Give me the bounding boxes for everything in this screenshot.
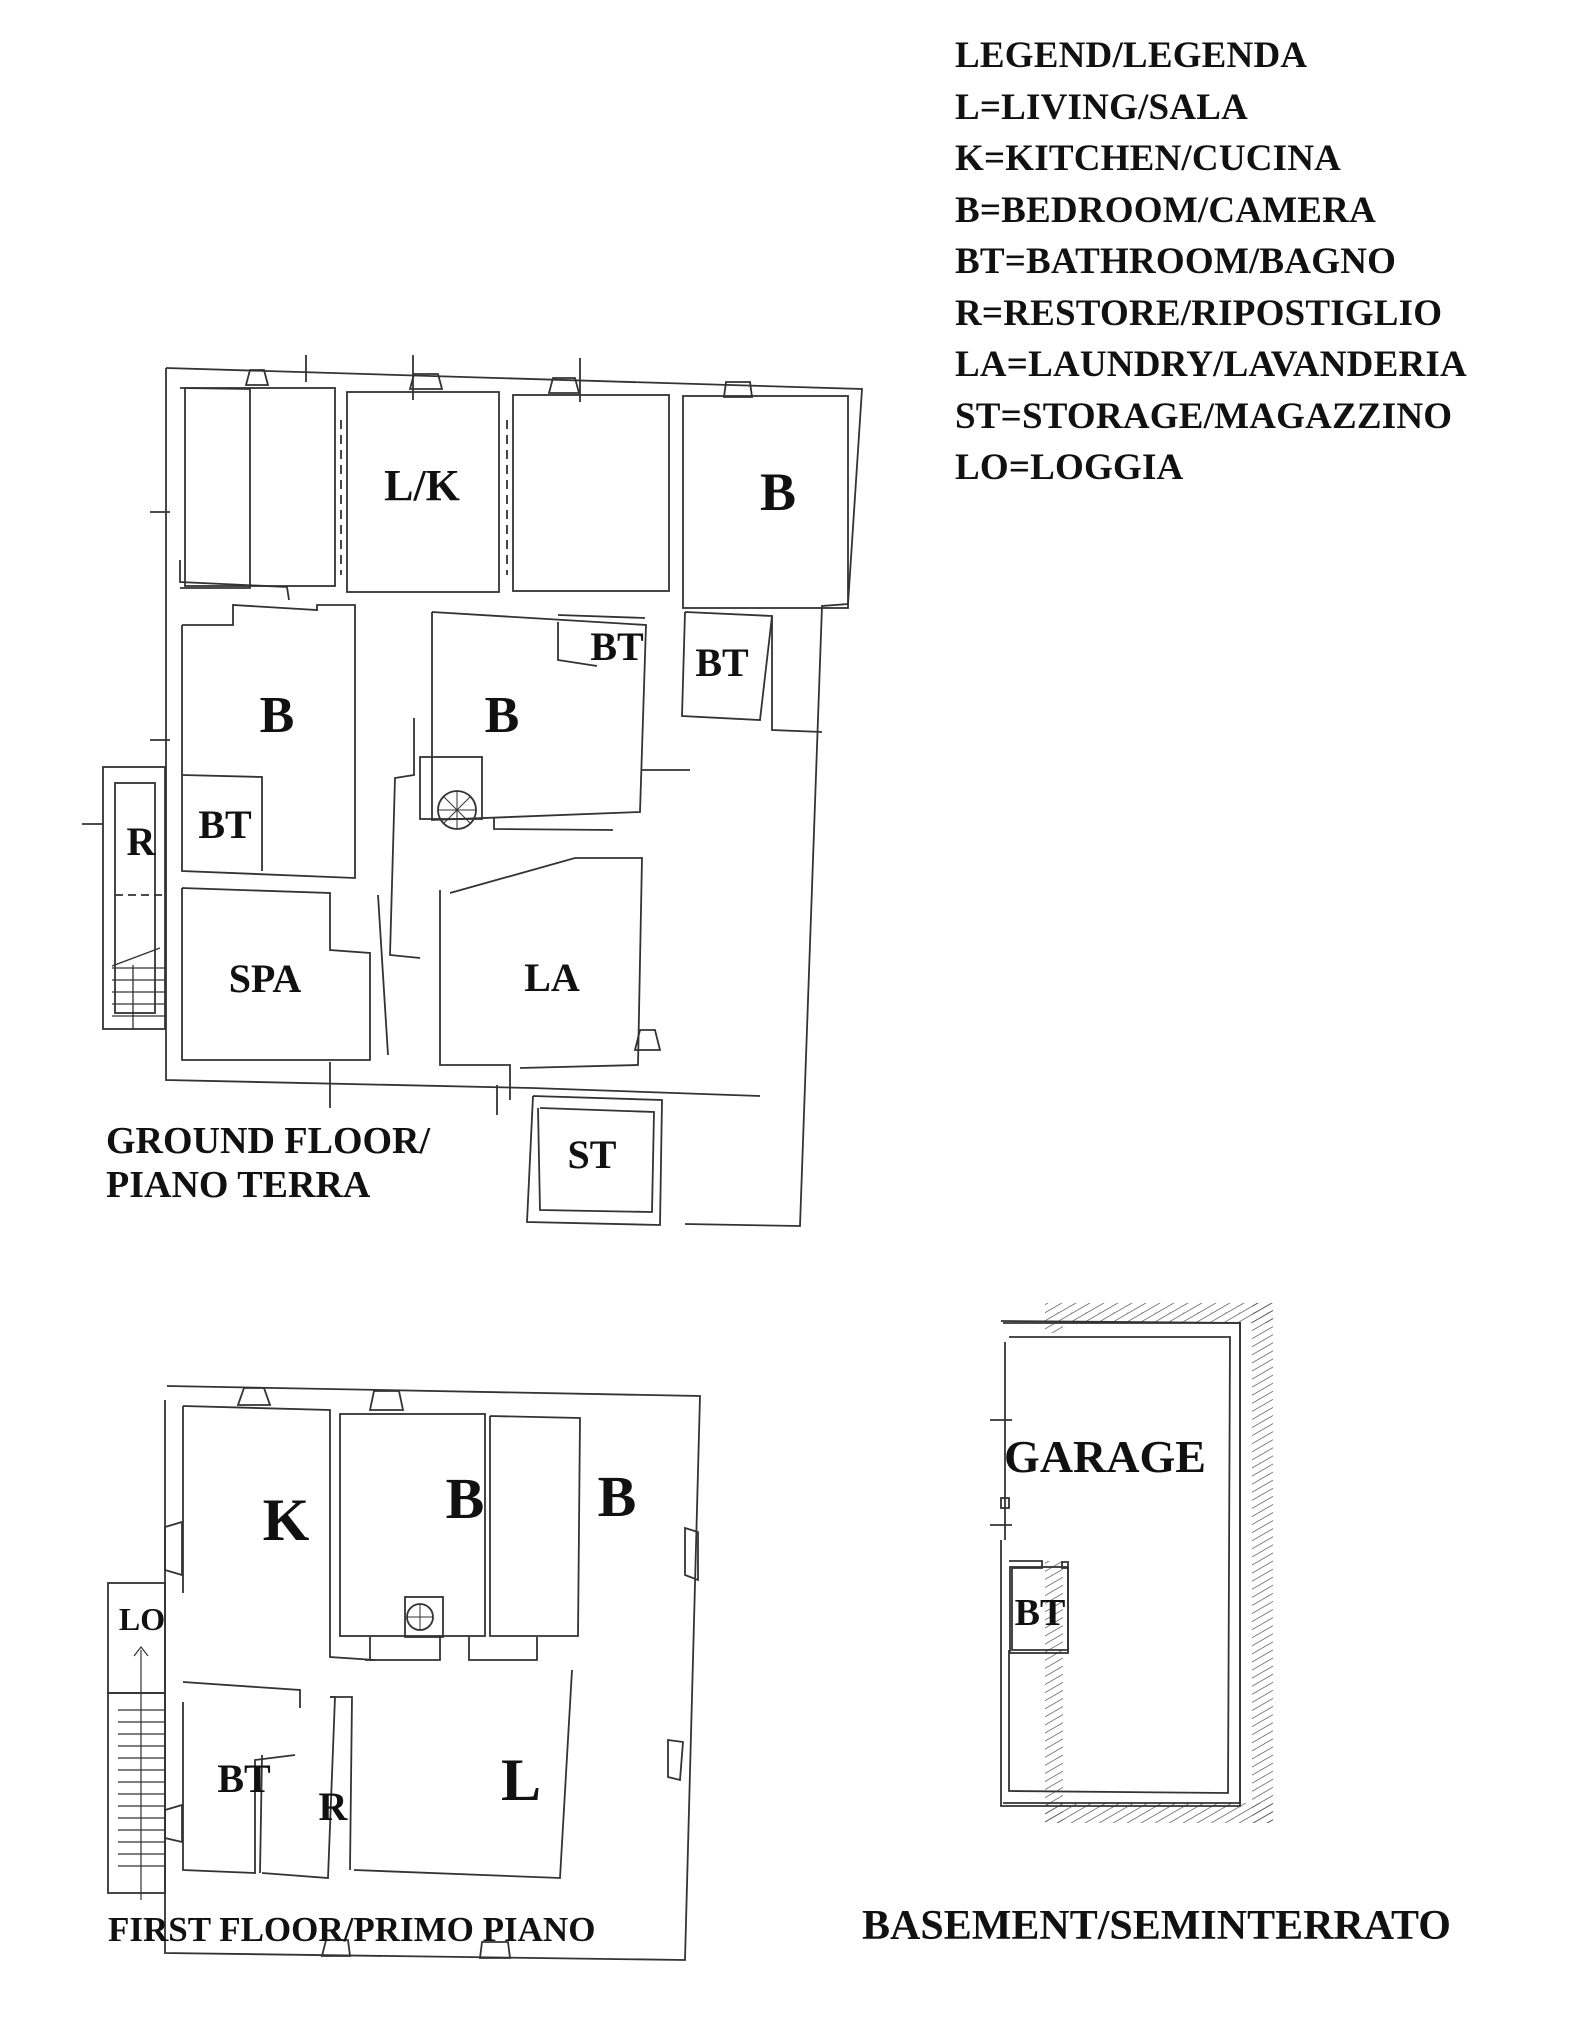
room-label-living-kitchen: L/K — [384, 461, 460, 510]
first-floor-labels: K B B LO BT R L — [119, 1464, 636, 1829]
basement-plan: GARAGE BT — [990, 1303, 1273, 1823]
legend-item-storage: ST=STORAGE/MAGAZZINO — [955, 395, 1453, 437]
room-label-living: L — [501, 1747, 541, 1813]
legend-item-kitchen: K=KITCHEN/CUCINA — [955, 138, 1342, 179]
room-label-bedroom: B — [485, 687, 520, 744]
room-label-laundry: LA — [524, 955, 580, 1000]
room-label-bedroom: B — [598, 1464, 637, 1529]
legend-item-restore: R=RESTORE/RIPOSTIGLIO — [955, 292, 1443, 334]
legend-item-bedroom: B=BEDROOM/CAMERA — [955, 189, 1377, 231]
ground-floor-labels: L/K B B B BT BT BT R SPA LA ST — [127, 461, 796, 1177]
room-label-garage: GARAGE — [1004, 1431, 1206, 1482]
ground-floor-caption-line1: GROUND FLOOR/ — [106, 1120, 431, 1162]
room-label-bathroom: BT — [198, 802, 252, 847]
room-label-bedroom: B — [260, 687, 295, 744]
legend-item-bathroom: BT=BATHROOM/BAGNO — [955, 241, 1397, 282]
room-label-bathroom: BT — [590, 624, 644, 669]
first-floor-plan — [107, 1385, 701, 1961]
room-label-restore: R — [127, 819, 157, 864]
room-label-restore: R — [319, 1784, 349, 1829]
room-label-bathroom: BT — [1015, 1592, 1066, 1634]
legend-item-living: L=LIVING/SALA — [955, 86, 1249, 128]
room-label-loggia: LO — [119, 1601, 165, 1637]
room-label-kitchen: K — [263, 1487, 310, 1553]
ground-floor-plan — [82, 355, 863, 1227]
room-label-bathroom: BT — [695, 640, 749, 685]
legend: LEGEND/LEGENDA L=LIVING/SALA K=KITCHEN/C… — [955, 30, 1467, 494]
room-label-storage: ST — [568, 1132, 617, 1177]
room-label-bedroom: B — [446, 1466, 485, 1531]
legend-item-laundry: LA=LAUNDRY/LAVANDERIA — [955, 344, 1467, 385]
room-label-bedroom: B — [760, 462, 796, 522]
room-label-spa: SPA — [229, 956, 302, 1001]
legend-item-loggia: LO=LOGGIA — [955, 447, 1184, 488]
first-floor-caption: FIRST FLOOR/PRIMO PIANO — [108, 1910, 596, 1949]
basement-caption: BASEMENT/SEMINTERRATO — [862, 1903, 1451, 1949]
ground-floor-caption: GROUND FLOOR/ PIANO TERRA — [106, 1120, 430, 1207]
legend-title: LEGEND/LEGENDA — [955, 35, 1308, 76]
ground-floor-caption-line2: PIANO TERRA — [106, 1163, 371, 1206]
room-label-bathroom: BT — [217, 1756, 271, 1801]
